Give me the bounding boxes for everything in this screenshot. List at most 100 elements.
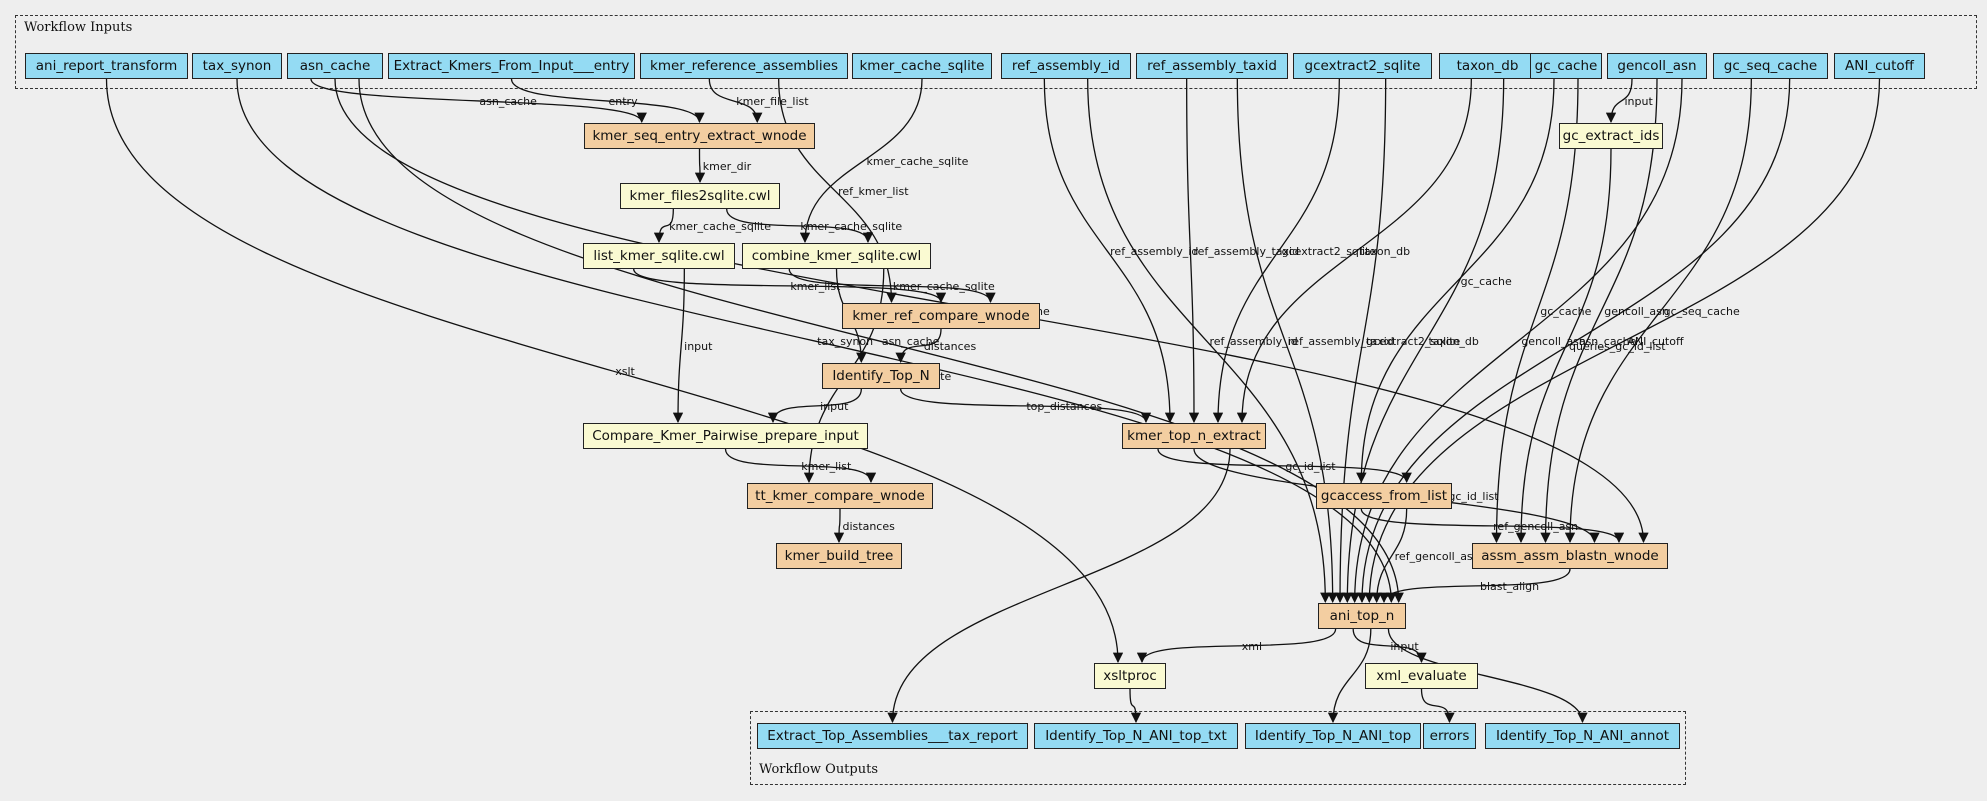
edge-label: kmer_dir xyxy=(703,160,752,173)
edge-kmer-reference-assemblies-to-kmer-seq-entry-extract-wnode xyxy=(708,78,763,124)
node-label: asn_cache xyxy=(299,58,371,74)
edge-label: kmer_cache_sqlite xyxy=(867,155,969,168)
edge-label: kmer_cache_sqlite xyxy=(893,280,995,293)
node-ani-report-transform[interactable]: ani_report_transform xyxy=(25,53,188,79)
node-label: kmer_cache_sqlite xyxy=(859,58,985,74)
edge-list-kmer-sqlite-to-kmer-ref-compare-wnode xyxy=(633,268,947,304)
node-label: xml_evaluate xyxy=(1376,668,1467,684)
node-gc-cache[interactable]: gc_cache xyxy=(1530,53,1602,79)
node-ani-top-n[interactable]: ani_top_n xyxy=(1318,603,1406,629)
node-gencoll-asn[interactable]: gencoll_asn xyxy=(1607,53,1707,79)
node-out-top-txt[interactable]: Identify_Top_N_ANI_top_txt xyxy=(1034,723,1238,749)
node-list-kmer-sqlite[interactable]: list_kmer_sqlite.cwl xyxy=(583,243,735,269)
edge-label: kmer_cache_sqlite xyxy=(800,220,902,233)
node-kmer-ref-compare-wnode[interactable]: kmer_ref_compare_wnode xyxy=(842,303,1040,329)
edge-asn-cache-to-kmer-seq-entry-extract-wnode xyxy=(310,78,647,124)
node-label: gcextract2_sqlite xyxy=(1304,58,1421,74)
node-kmer-top-n-extract[interactable]: kmer_top_n_extract xyxy=(1122,423,1266,449)
edge-label: top_distances xyxy=(1026,400,1102,413)
edge-label: ref_gencoll_asn xyxy=(1493,520,1578,533)
edge-label: xslt xyxy=(615,365,635,378)
edge-label: gc_cache xyxy=(1461,275,1512,288)
edge-label: input xyxy=(820,400,849,413)
edge-label: ref_gencoll_asn xyxy=(1395,550,1480,563)
edge-kmer-cache-sqlite-to-combine-kmer-sqlite xyxy=(799,78,923,244)
node-identify-top-n[interactable]: Identify_Top_N xyxy=(822,363,940,389)
node-label: ani_report_transform xyxy=(35,58,178,74)
edge-label: input xyxy=(1625,95,1654,108)
edge-label: ref_assembly_taxid xyxy=(1193,245,1299,258)
edge-label: input xyxy=(1390,640,1419,653)
edge-label: blast_align xyxy=(1480,580,1539,593)
edge-label: xml xyxy=(1242,640,1262,653)
node-out-top[interactable]: Identify_Top_N_ANI_top xyxy=(1245,723,1421,749)
edge-label: kmer_file_list xyxy=(736,95,809,108)
node-combine-kmer-sqlite[interactable]: combine_kmer_sqlite.cwl xyxy=(742,243,931,269)
node-kmer-seq-entry-extract-wnode[interactable]: kmer_seq_entry_extract_wnode xyxy=(584,123,815,149)
edge-xml-evaluate-to-out-errors xyxy=(1420,688,1455,724)
edge-compare-kmer-pairwise-to-tt-kmer-compare-wnode xyxy=(724,448,877,484)
node-label: Extract_Top_Assemblies___tax_report xyxy=(767,728,1018,744)
node-label: ani_top_n xyxy=(1329,608,1395,624)
edge-kmer-top-n-extract-to-out-tax-report xyxy=(887,448,1231,724)
node-kmer-files2sqlite[interactable]: kmer_files2sqlite.cwl xyxy=(620,183,780,209)
node-gc-seq-cache[interactable]: gc_seq_cache xyxy=(1713,53,1828,79)
node-label: kmer_ref_compare_wnode xyxy=(852,308,1030,324)
edge-gc-cache-to-gcaccess-from-list xyxy=(1356,78,1555,484)
node-extract-kmers-entry[interactable]: Extract_Kmers_From_Input___entry xyxy=(388,53,635,79)
edge-label: kmer_list xyxy=(801,460,852,473)
node-kmer-cache-sqlite[interactable]: kmer_cache_sqlite xyxy=(852,53,992,79)
edge-gcaccess-from-list-to-ani-top-n xyxy=(1371,508,1408,604)
workflow-inputs-cluster: Workflow Inputs xyxy=(15,15,1977,89)
edge-label: tax_synon xyxy=(817,335,873,348)
node-ref-assembly-id[interactable]: ref_assembly_id xyxy=(1001,53,1131,79)
node-kmer-reference-assemblies[interactable]: kmer_reference_assemblies xyxy=(640,53,848,79)
edge-kmer-ref-compare-wnode-to-identify-top-n xyxy=(895,328,942,364)
node-label: kmer_files2sqlite.cwl xyxy=(629,188,771,204)
node-xsltproc[interactable]: xsltproc xyxy=(1094,663,1166,689)
edge-ani-top-n-to-xsltproc xyxy=(1136,628,1337,664)
node-out-annot[interactable]: Identify_Top_N_ANI_annot xyxy=(1485,723,1680,749)
edge-kmer-top-n-extract-to-gcaccess-from-list xyxy=(1157,448,1412,484)
edge-label: ref_assembly_id xyxy=(1110,245,1198,258)
node-label: ref_assembly_id xyxy=(1011,58,1121,74)
node-tt-kmer-compare-wnode[interactable]: tt_kmer_compare_wnode xyxy=(747,483,933,509)
edge-assm-assm-blastn-wnode-to-ani-top-n xyxy=(1378,568,1571,604)
edge-gcaccess-from-list-to-assm-assm-blastn-wnode xyxy=(1360,508,1625,544)
node-label: gc_cache xyxy=(1534,58,1598,74)
edge-label: gencoll_asn xyxy=(1521,335,1586,348)
edge-ani-top-n-to-out-top xyxy=(1327,628,1372,724)
node-gcextract2-sqlite[interactable]: gcextract2_sqlite xyxy=(1293,53,1432,79)
node-ref-assembly-taxid[interactable]: ref_assembly_taxid xyxy=(1136,53,1288,79)
edge-list-kmer-sqlite-to-compare-kmer-pairwise xyxy=(672,268,685,424)
edge-label: kmer_cache_sqlite xyxy=(669,220,771,233)
edge-label: asn_cache xyxy=(1579,335,1637,348)
node-label: tt_kmer_compare_wnode xyxy=(755,488,925,504)
node-label: gcaccess_from_list xyxy=(1320,488,1448,504)
node-asn-cache[interactable]: asn_cache xyxy=(287,53,383,79)
edge-label: ANI_cutoff xyxy=(1627,335,1684,348)
node-out-tax-report[interactable]: Extract_Top_Assemblies___tax_report xyxy=(757,723,1028,749)
node-xml-evaluate[interactable]: xml_evaluate xyxy=(1365,663,1478,689)
edge-label: gc_id_list xyxy=(1285,460,1336,473)
node-label: assm_assm_blastn_wnode xyxy=(1481,548,1659,564)
node-gcaccess-from-list[interactable]: gcaccess_from_list xyxy=(1316,483,1452,509)
edge-label: taxon_db xyxy=(1360,245,1410,258)
node-compare-kmer-pairwise[interactable]: Compare_Kmer_Pairwise_prepare_input xyxy=(583,423,868,449)
node-gc-extract-ids[interactable]: gc_extract_ids xyxy=(1559,123,1663,149)
node-tax-synon[interactable]: tax_synon xyxy=(192,53,282,79)
edge-label: gc_cache xyxy=(1540,305,1591,318)
node-ani-cutoff[interactable]: ANI_cutoff xyxy=(1834,53,1925,79)
edge-label: gcextract2_sqlite xyxy=(1282,245,1377,258)
node-taxon-db[interactable]: taxon_db xyxy=(1439,53,1536,79)
node-out-errors[interactable]: errors xyxy=(1423,723,1476,749)
edge-label: ref_kmer_list xyxy=(838,185,909,198)
node-label: kmer_build_tree xyxy=(784,548,894,564)
node-assm-assm-blastn-wnode[interactable]: assm_assm_blastn_wnode xyxy=(1472,543,1668,569)
edge-label: ref_assembly_taxid xyxy=(1288,335,1394,348)
node-label: kmer_reference_assemblies xyxy=(650,58,838,74)
edge-identify-top-n-to-kmer-top-n-extract xyxy=(900,388,1152,424)
node-kmer-build-tree[interactable]: kmer_build_tree xyxy=(776,543,902,569)
node-label: ANI_cutoff xyxy=(1845,58,1914,74)
node-label: Identify_Top_N xyxy=(832,368,930,384)
